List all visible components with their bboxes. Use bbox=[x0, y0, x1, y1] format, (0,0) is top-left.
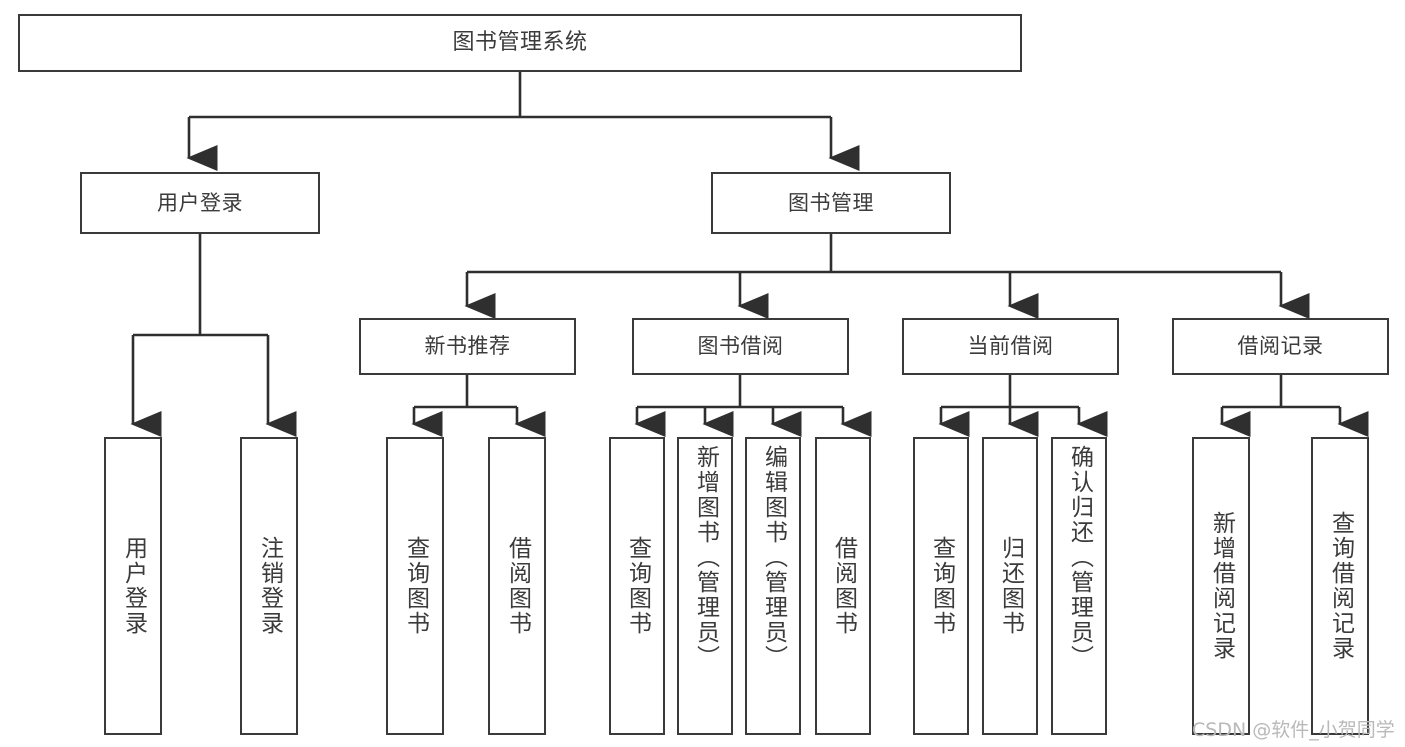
node-label: 图书借阅 bbox=[697, 334, 784, 359]
node-label: 新增借阅记录 bbox=[1208, 511, 1235, 661]
node-current-borrow[interactable]: 当前借阅 bbox=[902, 318, 1119, 375]
node-label: 查询图书 bbox=[402, 536, 429, 636]
leaf-current-confirm-return-admin[interactable]: 确认归还（管理员） bbox=[1051, 437, 1107, 735]
leaf-borrow-query-book[interactable]: 查询图书 bbox=[609, 437, 665, 735]
node-user-login[interactable]: 用户登录 bbox=[80, 172, 320, 234]
node-label: 图书管理系统 bbox=[452, 30, 588, 56]
node-label: 新增图书（管理员） bbox=[692, 445, 719, 670]
leaf-borrow-edit-book-admin[interactable]: 编辑图书（管理员） bbox=[745, 437, 801, 735]
node-label: 确认归还（管理员） bbox=[1066, 445, 1093, 670]
leaf-record-add-borrow-record[interactable]: 新增借阅记录 bbox=[1192, 437, 1250, 735]
node-new-book-recommend[interactable]: 新书推荐 bbox=[359, 318, 576, 375]
node-label: 查询图书 bbox=[928, 536, 955, 636]
node-book-management[interactable]: 图书管理 bbox=[711, 172, 951, 234]
node-label: 借阅记录 bbox=[1237, 334, 1324, 359]
leaf-user-login-login[interactable]: 用户登录 bbox=[104, 437, 162, 735]
leaf-current-query-book[interactable]: 查询图书 bbox=[913, 437, 969, 735]
leaf-borrow-borrow-book[interactable]: 借阅图书 bbox=[815, 437, 871, 735]
leaf-borrow-add-book-admin[interactable]: 新增图书（管理员） bbox=[677, 437, 733, 735]
node-book-borrow[interactable]: 图书借阅 bbox=[632, 318, 849, 375]
node-label: 借阅图书 bbox=[504, 536, 531, 636]
node-label: 当前借阅 bbox=[967, 334, 1054, 359]
node-label: 查询借阅记录 bbox=[1327, 511, 1354, 661]
node-label: 注销登录 bbox=[256, 536, 283, 636]
node-label: 用户登录 bbox=[120, 536, 147, 636]
leaf-current-return-book[interactable]: 归还图书 bbox=[982, 437, 1038, 735]
node-label: 归还图书 bbox=[997, 536, 1024, 636]
node-borrow-record[interactable]: 借阅记录 bbox=[1172, 318, 1389, 375]
node-root-book-management-system[interactable]: 图书管理系统 bbox=[18, 14, 1022, 72]
node-label: 用户登录 bbox=[157, 190, 243, 215]
watermark-text: CSDN @软件_小贺同学 bbox=[1192, 719, 1395, 741]
node-label: 新书推荐 bbox=[424, 334, 511, 359]
node-label: 图书管理 bbox=[788, 190, 874, 215]
leaf-user-login-logout[interactable]: 注销登录 bbox=[240, 437, 298, 735]
leaf-recommend-borrow-book[interactable]: 借阅图书 bbox=[488, 437, 546, 735]
node-label: 借阅图书 bbox=[830, 536, 857, 636]
node-label: 编辑图书（管理员） bbox=[760, 445, 787, 670]
leaf-record-query-borrow-record[interactable]: 查询借阅记录 bbox=[1311, 437, 1369, 735]
node-label: 查询图书 bbox=[624, 536, 651, 636]
leaf-recommend-query-book[interactable]: 查询图书 bbox=[386, 437, 444, 735]
